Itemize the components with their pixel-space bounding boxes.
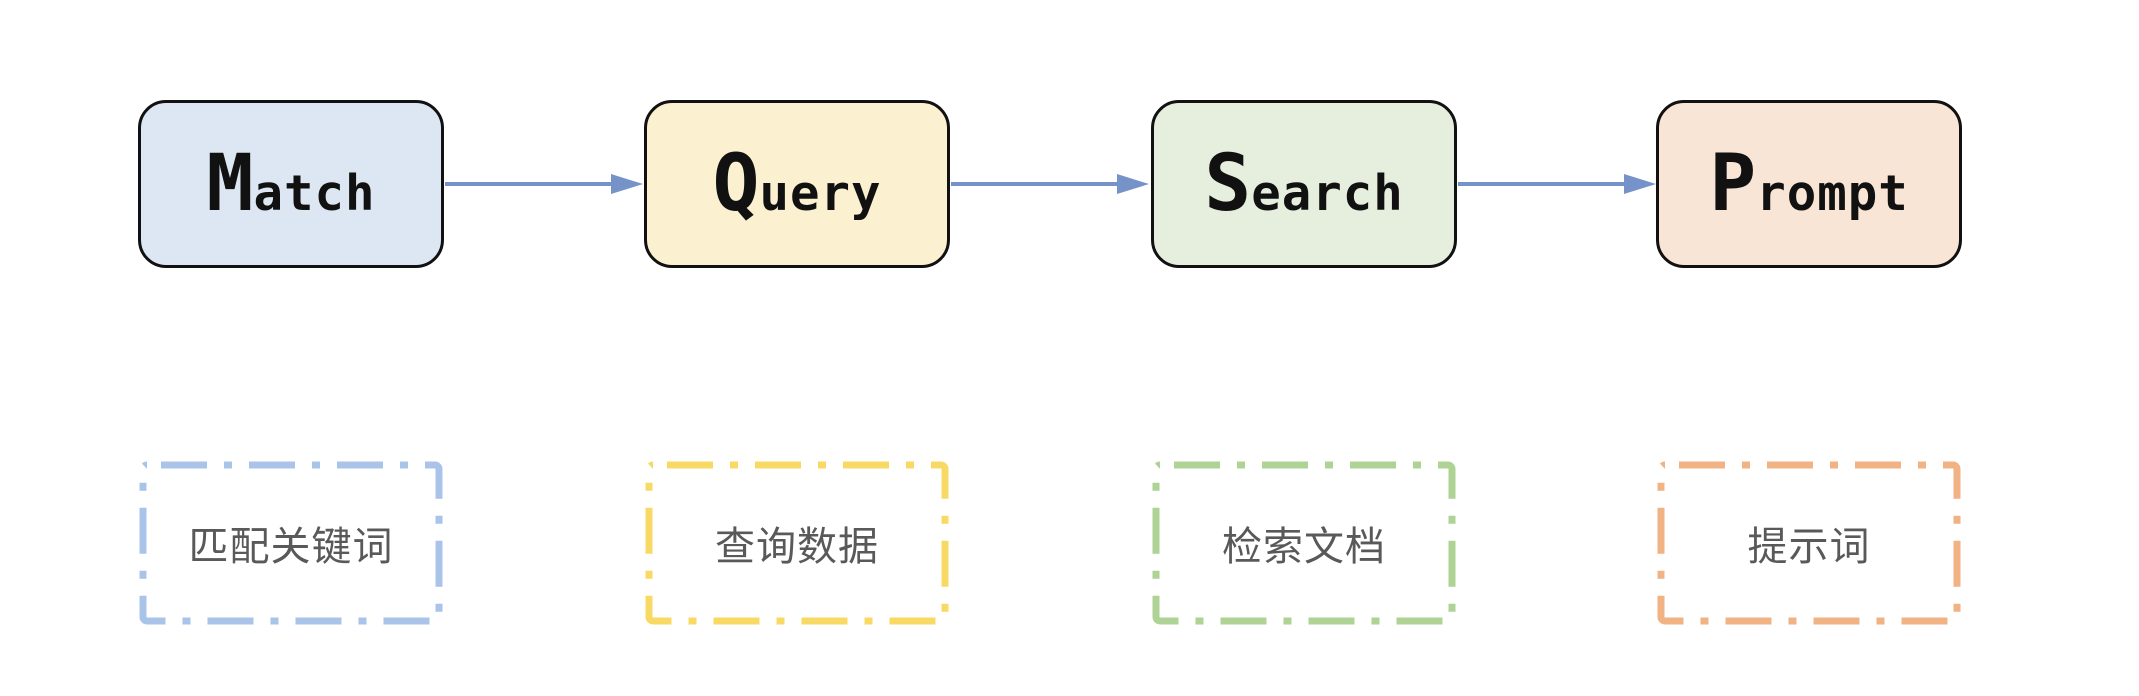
step-column-prompt: Prompt 提示词 (1656, 0, 1962, 696)
caption-box-query: 查询数据 (644, 460, 950, 626)
step-label-search: Search (1204, 145, 1403, 223)
dashed-border-search (1152, 461, 1456, 625)
step-column-search: Search 检索文档 (1151, 0, 1457, 696)
step-column-query: Query 查询数据 (644, 0, 950, 696)
step-label-query-initial: Q (712, 139, 760, 229)
step-label-match: Match (207, 145, 376, 223)
caption-label-search: 检索文档 (1222, 525, 1386, 569)
caption-label-match: 匹配关键词 (188, 525, 394, 569)
arrow-match-to-query (445, 174, 643, 194)
step-box-search: Search (1151, 100, 1457, 268)
step-label-query-rest: uery (759, 165, 882, 222)
step-label-search-initial: S (1204, 139, 1252, 229)
step-box-query: Query (644, 100, 950, 268)
dashed-border-query (645, 461, 949, 625)
caption-box-match: 匹配关键词 (138, 460, 444, 626)
dashed-border-prompt (1657, 461, 1961, 625)
caption-box-prompt: 提示词 (1656, 460, 1962, 626)
step-label-prompt-initial: P (1709, 139, 1757, 229)
caption-label-prompt: 提示词 (1747, 525, 1871, 569)
step-label-match-initial: M (206, 139, 254, 229)
step-box-match: Match (138, 100, 444, 268)
caption-label-query: 查询数据 (715, 525, 879, 569)
step-label-prompt-rest: rompt (1756, 165, 1909, 222)
arrow-search-to-prompt (1458, 174, 1656, 194)
step-box-prompt: Prompt (1656, 100, 1962, 268)
step-label-query: Query (713, 145, 882, 223)
step-label-search-rest: earch (1251, 165, 1404, 222)
step-column-match: Match 匹配关键词 (138, 0, 444, 696)
dashed-border-match (139, 461, 443, 625)
step-label-prompt: Prompt (1709, 145, 1908, 223)
arrow-query-to-search (951, 174, 1149, 194)
caption-box-search: 检索文档 (1151, 460, 1457, 626)
step-label-match-rest: atch (253, 165, 376, 222)
